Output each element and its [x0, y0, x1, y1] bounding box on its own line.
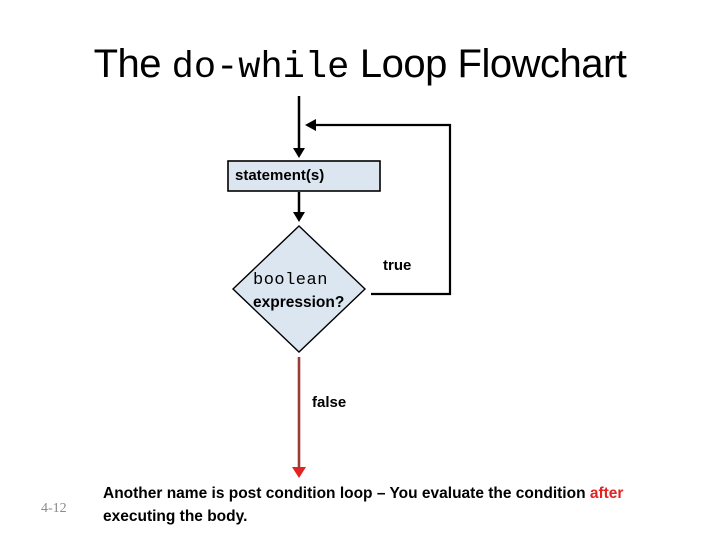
loop-back-arrowhead-icon	[305, 119, 316, 131]
page-title: The do-while Loop Flowchart	[0, 40, 720, 92]
statement-box-label: statement(s)	[235, 167, 325, 184]
slide-number: 4-12	[41, 501, 67, 516]
statement-box-rect	[227, 160, 381, 192]
decision-diamond	[231, 225, 367, 353]
statement-to-decision-arrowhead-icon	[293, 212, 305, 222]
note-line2: executing the body.	[103, 508, 248, 525]
note-text: Another name is post condition loop – Yo…	[103, 482, 683, 528]
note-highlight-word: after	[589, 485, 624, 502]
false-branch-red-arrowhead-icon	[292, 467, 306, 478]
note-line1: Another name is post condition loop – Yo…	[103, 485, 624, 502]
entry-arrowhead-icon	[293, 148, 305, 158]
false-branch-label: false	[312, 394, 347, 411]
title-text-prefix: The	[93, 42, 172, 86]
loop-back-connector-line	[314, 123, 452, 296]
decision-label-line2: expression?	[253, 294, 345, 311]
decision-label: boolean expression?	[253, 269, 344, 314]
true-branch-label: true	[383, 257, 412, 274]
title-code-keyword: do-while	[171, 47, 350, 89]
decision-label-line1: boolean	[253, 271, 328, 290]
title-text-suffix: Loop Flowchart	[349, 42, 627, 86]
